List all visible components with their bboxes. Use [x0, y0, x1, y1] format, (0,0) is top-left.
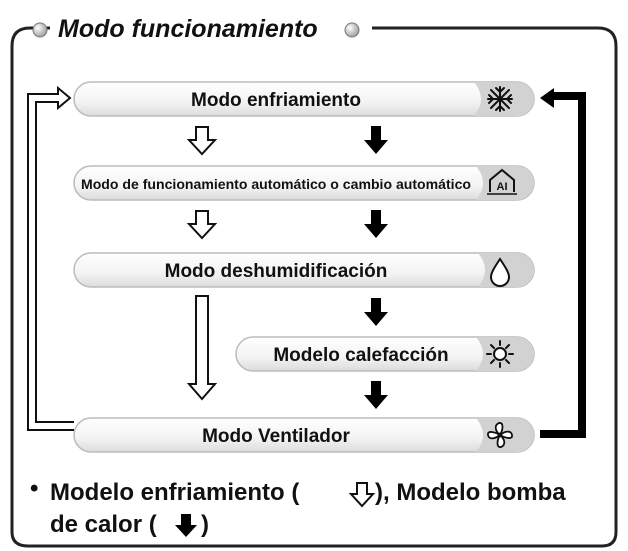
legend-solid-arrow-icon — [175, 514, 197, 537]
solid-arrow-dry-to-heat — [364, 298, 388, 326]
legend: • Modelo enfriamiento ( ), Modelo bomba … — [30, 475, 566, 538]
outline-loop-arrow — [27, 85, 74, 431]
solid-arrow-heat-to-fan — [364, 381, 388, 409]
outline-arrow-auto-to-dry — [186, 210, 218, 240]
mode-label-cooling: Modo enfriamiento — [191, 90, 361, 111]
legend-bullet: • — [30, 475, 38, 502]
title-group: Modo funcionamiento — [32, 15, 360, 43]
mode-pill-dry: Modo deshumidificación — [73, 252, 535, 288]
mode-pill-heat: Modelo calefacción — [235, 336, 535, 372]
legend-line2-part2: ) — [201, 511, 209, 538]
outline-arrow-dry-to-fan — [186, 295, 218, 401]
title-right-ball — [344, 22, 360, 38]
outer-frame — [10, 26, 618, 548]
mode-label-fan: Modo Ventilador — [202, 426, 350, 447]
mode-pill-auto: Modo de funcionamiento automático o camb… — [73, 165, 535, 201]
mode-pill-fan: Modo Ventilador — [73, 417, 535, 453]
mode-label-heat: Modelo calefacción — [273, 345, 448, 366]
svg-text:AI: AI — [497, 181, 508, 193]
fan-icon — [487, 422, 513, 448]
water-drop-icon — [489, 257, 511, 287]
legend-line1-part1: Modelo enfriamiento ( — [50, 479, 299, 506]
snowflake-icon — [487, 86, 513, 112]
legend-outline-arrow-icon — [348, 482, 376, 508]
solid-loop-arrow — [540, 88, 586, 438]
legend-line1-part2: ), Modelo bomba — [375, 479, 566, 506]
solid-arrow-auto-to-dry — [364, 210, 388, 238]
title-left-ball — [32, 22, 48, 38]
mode-label-dry: Modo deshumidificación — [165, 261, 388, 282]
diagram-title: Modo funcionamiento — [58, 15, 318, 43]
mode-label-auto: Modo de funcionamiento automático o camb… — [81, 177, 471, 192]
outline-arrow-cool-to-auto — [186, 126, 218, 156]
legend-line2-part1: de calor ( — [50, 511, 157, 538]
sun-icon — [486, 340, 514, 368]
auto-ai-icon: AI — [487, 168, 517, 195]
solid-arrow-cool-to-auto — [364, 126, 388, 154]
mode-pill-cooling: Modo enfriamiento — [73, 81, 535, 117]
